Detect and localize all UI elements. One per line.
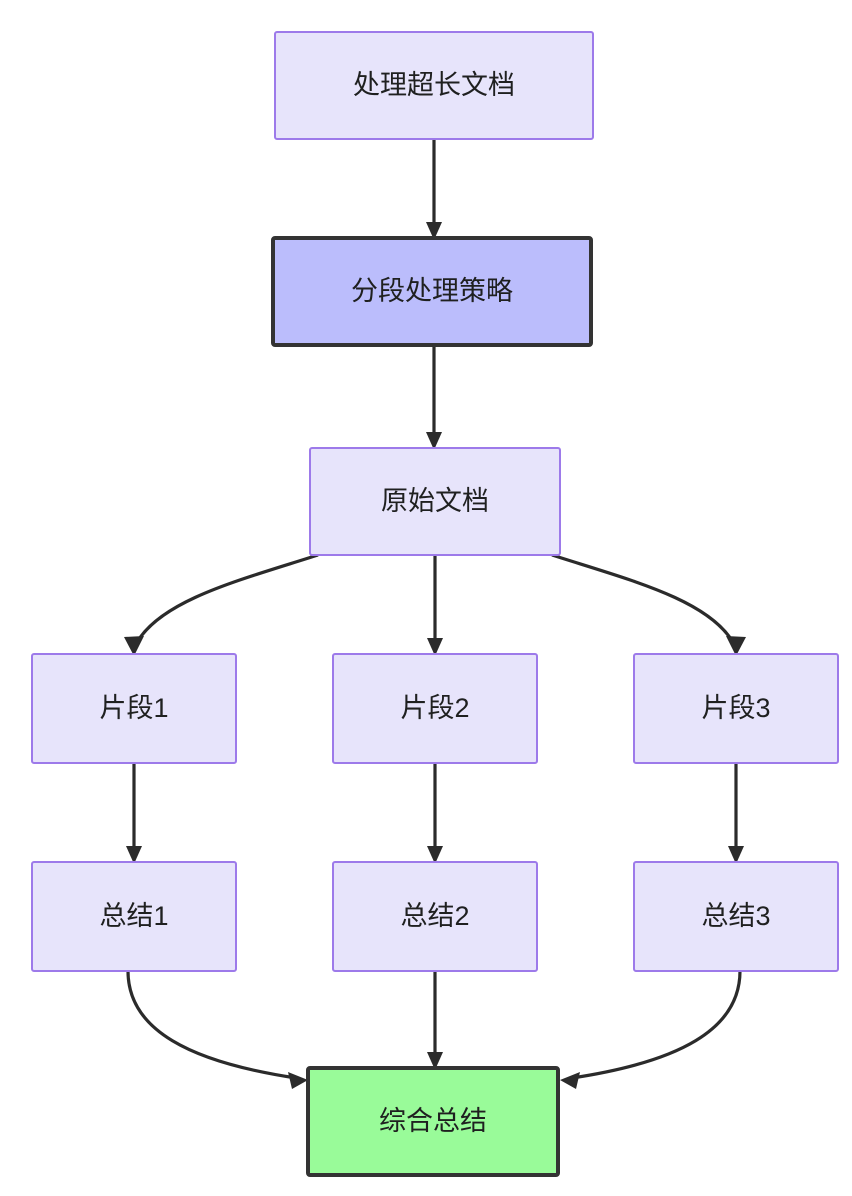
arrow-head-icon — [126, 846, 142, 864]
node-label: 原始文档 — [381, 486, 489, 516]
edge-summary1-to-final — [126, 970, 308, 1089]
edge-chunk3-to-summary3 — [728, 763, 744, 864]
edge-strategy-to-source — [426, 345, 442, 450]
node-label: 总结1 — [99, 901, 168, 931]
node-box[interactable] — [633, 653, 839, 764]
edge-summary3-to-final — [560, 970, 742, 1089]
node-summary-2[interactable]: 总结2 — [332, 861, 538, 972]
arrow-head-icon — [288, 1072, 308, 1089]
arrow-head-icon — [560, 1072, 580, 1089]
edge-doc-to-strategy — [426, 139, 442, 240]
node-final-summary[interactable]: 综合总结 — [306, 1066, 560, 1177]
node-box[interactable] — [309, 447, 561, 556]
node-box[interactable] — [332, 861, 538, 972]
node-box[interactable] — [31, 653, 237, 764]
arrow-head-icon — [426, 222, 442, 240]
arrow-head-icon — [124, 636, 144, 656]
edge-source-to-chunk3 — [551, 553, 746, 656]
node-source-document[interactable]: 原始文档 — [309, 447, 561, 556]
arrow-head-icon — [726, 636, 746, 656]
node-box[interactable] — [633, 861, 839, 972]
arrow-head-icon — [427, 638, 443, 656]
node-summary-3[interactable]: 总结3 — [633, 861, 839, 972]
arrow-head-icon — [426, 432, 442, 450]
node-label: 总结3 — [701, 901, 770, 931]
arrow-head-icon — [427, 1052, 443, 1070]
node-chunk-2[interactable]: 片段2 — [332, 653, 538, 764]
node-layer: 处理超长文档 分段处理策略 原始文档 片段1 片段2 片段3 总结1 — [31, 31, 839, 1177]
node-box[interactable] — [332, 653, 538, 764]
node-chunking-strategy[interactable]: 分段处理策略 — [271, 236, 593, 347]
node-box[interactable] — [31, 861, 237, 972]
node-process-long-document[interactable]: 处理超长文档 — [274, 31, 594, 140]
node-summary-1[interactable]: 总结1 — [31, 861, 237, 972]
edge-source-to-chunk2 — [427, 555, 443, 656]
node-label: 分段处理策略 — [351, 276, 513, 306]
node-box[interactable] — [274, 31, 594, 140]
node-chunk-3[interactable]: 片段3 — [633, 653, 839, 764]
edge-summary2-to-final — [427, 971, 443, 1070]
node-box[interactable] — [306, 1066, 560, 1177]
edge-chunk2-to-summary2 — [427, 763, 443, 864]
arrow-head-icon — [427, 846, 443, 864]
node-label: 片段1 — [99, 693, 168, 723]
node-label: 片段3 — [701, 693, 770, 723]
node-chunk-1[interactable]: 片段1 — [31, 653, 237, 764]
edge-chunk1-to-summary1 — [126, 763, 142, 864]
node-label: 处理超长文档 — [353, 70, 515, 100]
node-label: 片段2 — [400, 693, 469, 723]
node-label: 总结2 — [400, 901, 469, 931]
node-label: 综合总结 — [379, 1106, 487, 1136]
node-box[interactable] — [271, 236, 593, 347]
edge-source-to-chunk1 — [124, 553, 319, 656]
arrow-head-icon — [728, 846, 744, 864]
edge-layer — [124, 139, 746, 1089]
